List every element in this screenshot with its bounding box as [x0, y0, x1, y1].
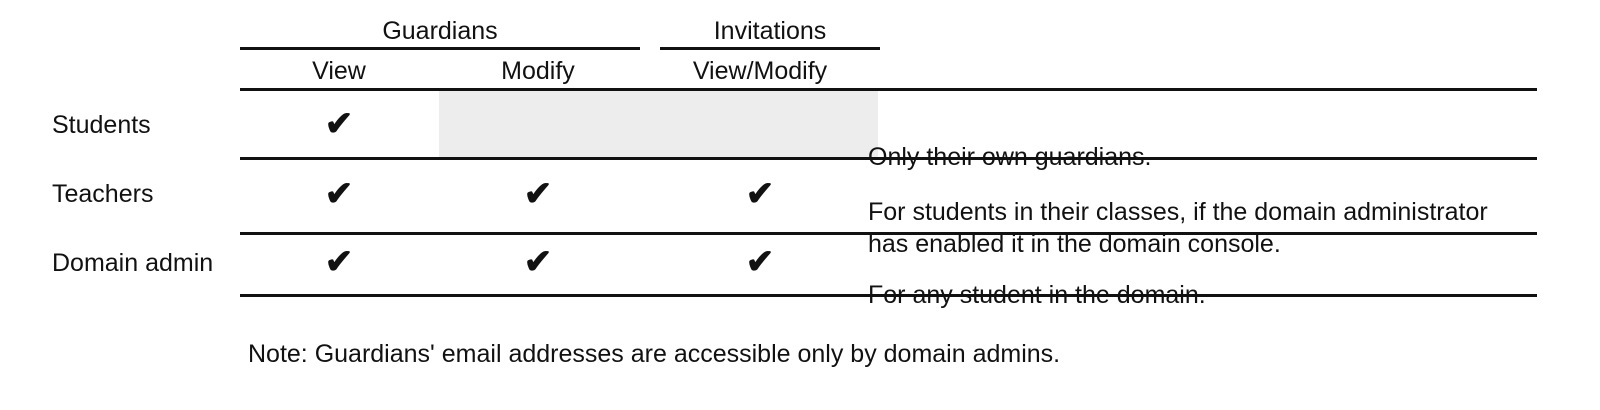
cell-domain-admin-guardians-modify: ✔ [508, 245, 568, 279]
cell-teachers-invitations-view-modify: ✔ [730, 177, 790, 211]
group-rule-guardians [240, 47, 640, 50]
row-divider-1 [240, 157, 1537, 160]
note-text: For students in their classes, if the do… [868, 198, 1488, 258]
row-label: Students [52, 111, 151, 139]
checkmark-icon: ✔ [324, 243, 354, 281]
disabled-cell-students-modify-invitations [439, 91, 878, 157]
column-header-label: Modify [501, 57, 575, 85]
table-bottom-rule [240, 294, 1537, 297]
cell-domain-admin-guardians-view: ✔ [309, 245, 369, 279]
cell-teachers-guardians-modify: ✔ [508, 177, 568, 211]
checkmark-icon: ✔ [324, 105, 354, 143]
checkmark-icon: ✔ [745, 175, 775, 213]
column-header-view: View [239, 56, 439, 86]
row-header-domain-admin: Domain admin [52, 248, 213, 278]
note-text: For any student in the domain. [868, 281, 1206, 309]
cell-students-guardians-view: ✔ [309, 107, 369, 141]
cell-teachers-guardians-view: ✔ [309, 177, 369, 211]
row-label: Teachers [52, 180, 154, 208]
cell-teachers-note: For students in their classes, if the do… [868, 164, 1538, 260]
group-rule-invitations [660, 47, 880, 50]
row-header-teachers: Teachers [52, 179, 153, 209]
row-label: Domain admin [52, 249, 214, 277]
column-header-label: View [312, 57, 366, 85]
note-text: Only their own guardians. [868, 143, 1152, 171]
cell-domain-admin-invitations-view-modify: ✔ [730, 245, 790, 279]
checkmark-icon: ✔ [324, 175, 354, 213]
column-header-label: View/Modify [692, 57, 828, 85]
row-divider-2 [240, 232, 1537, 235]
column-group-header-guardians: Guardians [240, 16, 640, 46]
column-header-modify: Modify [438, 56, 638, 86]
cell-students-note: Only their own guardians. [868, 109, 1528, 173]
row-header-students: Students [52, 110, 151, 140]
column-group-label: Guardians [382, 17, 498, 45]
checkmark-icon: ✔ [745, 243, 775, 281]
footnote-text: Note: Guardians' email addresses are acc… [248, 340, 1061, 368]
column-header-view-modify: View/Modify [660, 56, 860, 86]
table-top-rule [240, 88, 1537, 91]
column-group-label: Invitations [713, 17, 827, 45]
cell-domain-admin-note: For any student in the domain. [868, 247, 1528, 311]
table-footnote: Note: Guardians' email addresses are acc… [248, 339, 1060, 369]
column-group-header-invitations: Invitations [660, 16, 880, 46]
checkmark-icon: ✔ [523, 175, 553, 213]
checkmark-icon: ✔ [523, 243, 553, 281]
